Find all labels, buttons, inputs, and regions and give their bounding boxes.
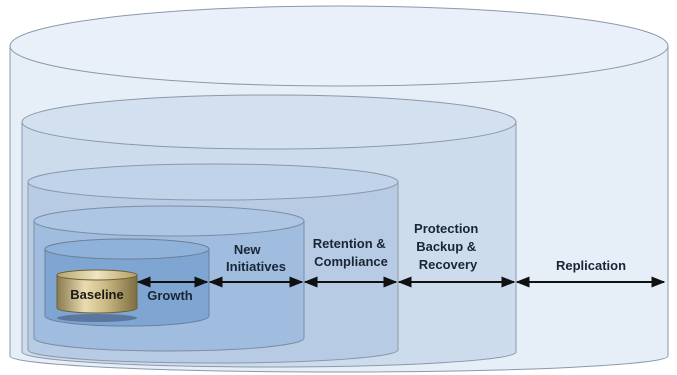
retention-label: Retention & Compliance (313, 236, 390, 269)
growth-label: Growth (147, 288, 193, 303)
protection-label: Protection Backup & Recovery (414, 221, 482, 272)
replication-label: Replication (556, 258, 626, 273)
new-initiatives-label: New Initiatives (226, 242, 286, 274)
baseline-label: Baseline (70, 287, 123, 302)
baseline-cylinder: Baseline (56, 269, 138, 322)
